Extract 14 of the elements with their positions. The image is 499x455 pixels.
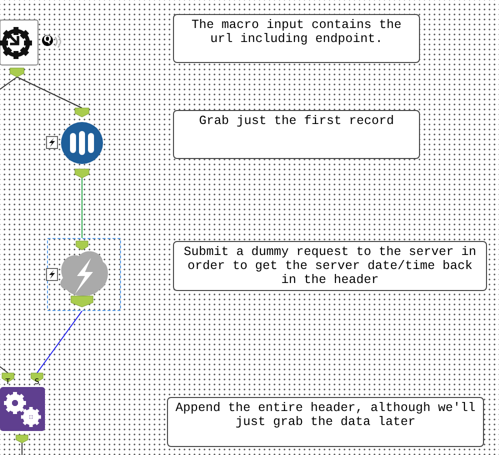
comment-text: The macro input contains the url including endpoint. [191,18,402,46]
append-tool-drawing [0,373,46,443]
comment-box [173,14,420,63]
download-tool-drawing [47,238,121,311]
comment-text: Append the entire header, although we'll just grab the data later [175,401,476,429]
comment-box [173,110,420,159]
comment-text: Submit a dummy request to the server in order to get the server date/time back in the header [184,245,476,287]
comment-box [167,397,484,447]
connector-line [0,76,18,90]
comment-box [173,241,487,291]
comment-text: Grab just the first record [198,114,394,128]
badge-label: Q [42,35,53,46]
sample-tool-drawing [58,108,106,178]
connector-line [0,366,8,374]
